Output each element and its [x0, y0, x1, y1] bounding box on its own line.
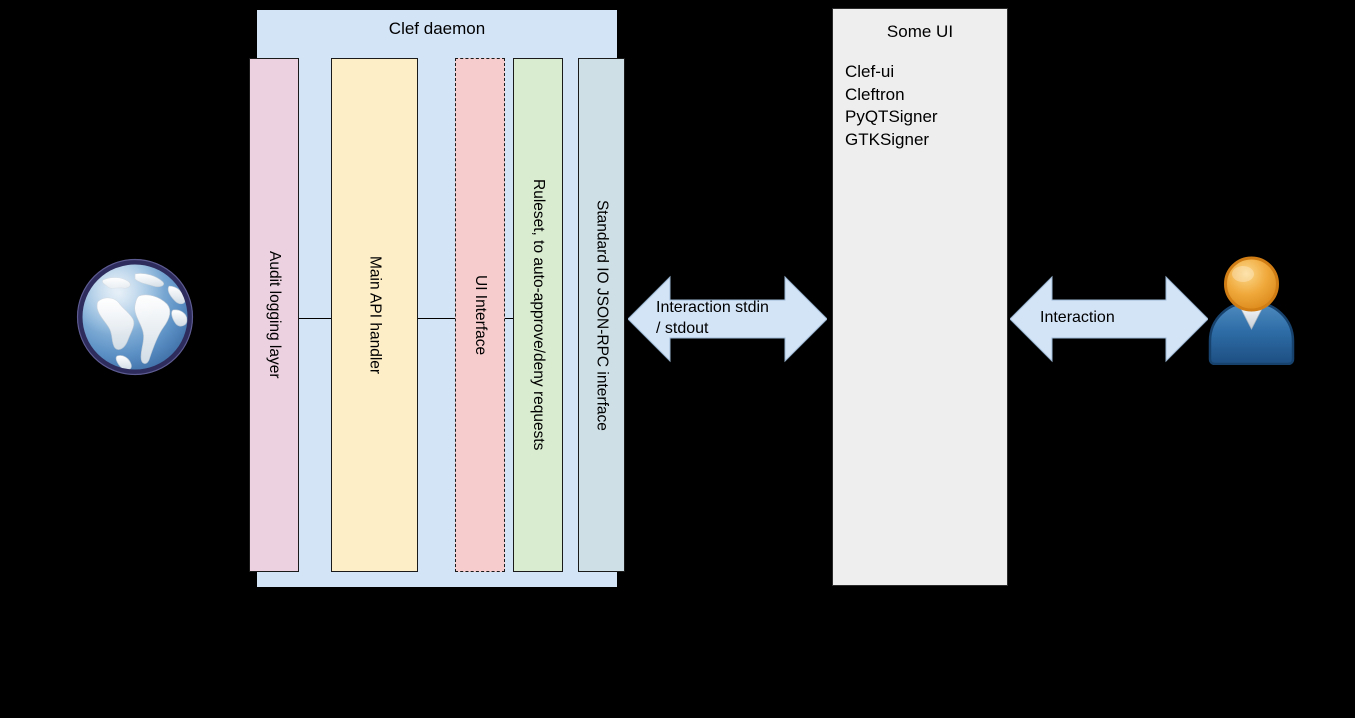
clef-daemon-container: [257, 10, 617, 587]
interaction-user-arrow: [1010, 272, 1208, 366]
box-audit-logging-layer[interactable]: Audit logging layer: [249, 58, 299, 572]
connector-audit-api: [298, 318, 332, 319]
box-audit-logging-layer-label: Audit logging layer: [266, 251, 283, 379]
box-ui-interface-label: UI Interface: [472, 274, 489, 356]
user-icon: [1205, 255, 1298, 366]
some-ui-title: Some UI: [886, 22, 954, 41]
box-main-api-handler-label: Main API handler: [366, 255, 384, 375]
box-standard-io-jsonrpc-label: Standard IO JSON-RPC interface: [593, 199, 611, 431]
some-ui-panel[interactable]: Some UI Clef-ui Cleftron PyQTSigner GTKS…: [832, 8, 1008, 586]
box-ruleset-label: Ruleset, to auto-approve/deny requests: [530, 179, 547, 451]
interaction-stdio-arrow: [628, 272, 827, 366]
globe-icon: [73, 256, 199, 382]
list-item: GTKSigner: [845, 129, 930, 149]
connector-api-ui: [417, 318, 456, 319]
interaction-stdio-arrow-label: Interaction stdin / stdout: [656, 299, 769, 337]
box-ruleset[interactable]: Ruleset, to auto-approve/deny requests: [513, 58, 563, 572]
interaction-user-arrow-label: Interaction: [1040, 309, 1115, 326]
box-main-api-handler[interactable]: Main API handler: [331, 58, 418, 572]
some-ui-list: Clef-ui Cleftron PyQTSigner GTKSigner: [845, 61, 1005, 151]
connector-ui-ruleset: [504, 318, 514, 319]
box-ui-interface[interactable]: UI Interface: [455, 58, 505, 572]
list-item: Cleftron: [845, 84, 905, 104]
clef-daemon-title: Clef daemon: [388, 19, 486, 38]
list-item: PyQTSigner: [845, 107, 938, 126]
list-item: Clef-ui: [845, 62, 895, 81]
box-standard-io-jsonrpc[interactable]: Standard IO JSON-RPC interface: [578, 58, 625, 572]
